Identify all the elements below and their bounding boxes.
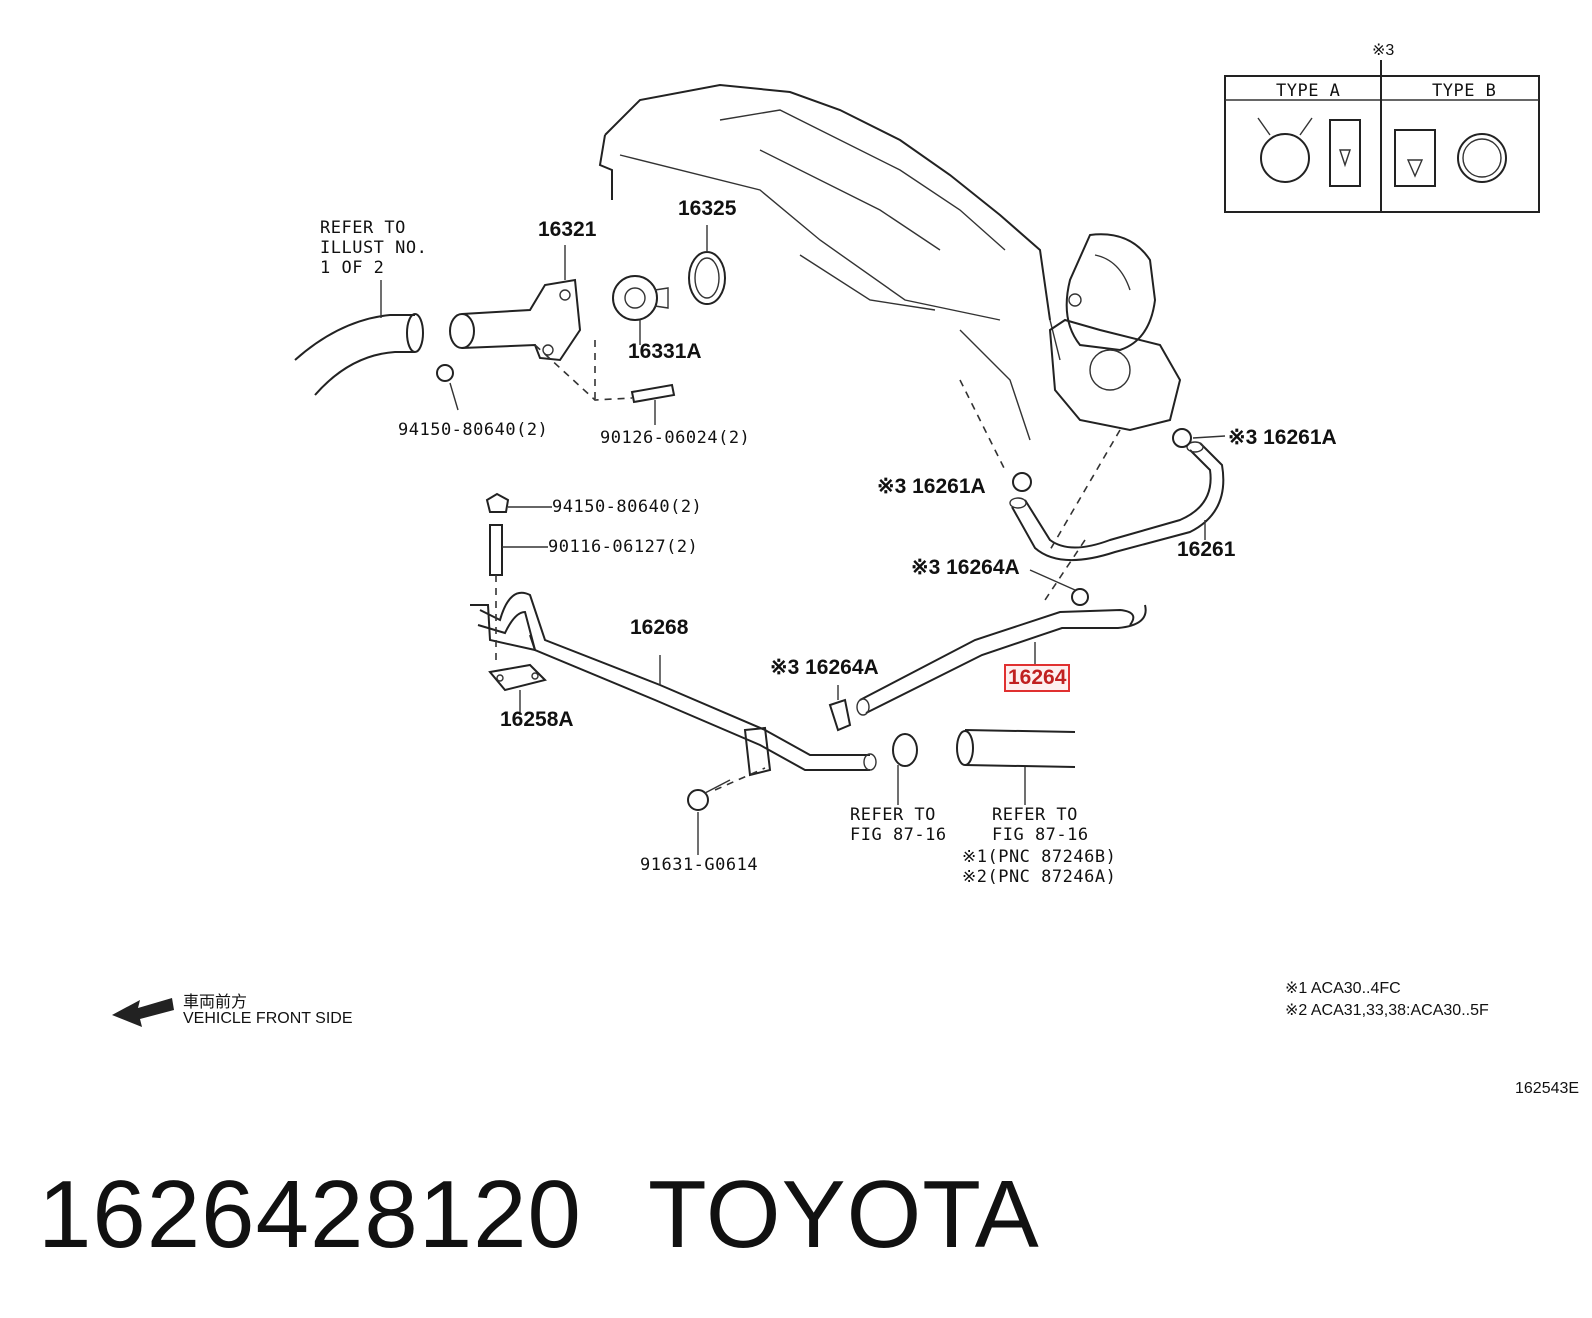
label-94150-lower[interactable]: 94150-80640(2) — [552, 497, 703, 517]
gasket-16258A — [488, 663, 547, 712]
clamp-type-inset — [1224, 60, 1540, 213]
label-pnc2: ※2(PNC 87246A) — [962, 867, 1117, 887]
label-16264A-lower[interactable]: ※3 16264A — [770, 656, 879, 679]
hose-16261 — [959, 379, 1225, 561]
front-side-jp: 車両前方 — [183, 994, 248, 1011]
nut-stud-lower — [485, 492, 552, 665]
inset-marker: ※3 — [1372, 42, 1395, 59]
hose-16264 — [856, 539, 1147, 716]
nut-stud-upper — [436, 340, 676, 425]
part-number: 1626428120 — [38, 1161, 582, 1268]
label-16261A-right[interactable]: ※3 16261A — [1228, 426, 1337, 449]
front-side-en: VEHICLE FRONT SIDE — [183, 1010, 353, 1027]
label-pnc1: ※1(PNC 87246B) — [962, 847, 1117, 867]
clamp-16264A-lower — [828, 685, 852, 732]
label-16321[interactable]: 16321 — [538, 218, 597, 241]
radiator-hose-left — [294, 280, 424, 396]
throttle-body — [1048, 233, 1182, 432]
clamps-16261A — [1012, 428, 1226, 492]
label-16268[interactable]: 16268 — [630, 616, 689, 639]
label-16264-highlighted[interactable]: 16264 — [1004, 664, 1071, 692]
gasket-16325 — [688, 225, 726, 305]
water-outlet-16321 — [449, 245, 582, 362]
engine-block-outline — [598, 83, 1061, 441]
label-16258A[interactable]: 16258A — [500, 708, 574, 731]
thermostat-16331A — [612, 275, 669, 345]
label-16261A-left[interactable]: ※3 16261A — [877, 475, 986, 498]
inset-type-b: TYPE B — [1432, 81, 1497, 101]
label-refer-fig-b: REFER TO FIG 87-16 — [992, 805, 1089, 845]
note-2: ※2 ACA31,33,38:ACA30..5F — [1285, 1002, 1489, 1019]
label-91631[interactable]: 91631-G0614 — [640, 855, 759, 875]
brand-name: TOYOTA — [648, 1161, 1040, 1268]
note-1: ※1 ACA30..4FC — [1285, 980, 1401, 997]
inset-type-a: TYPE A — [1276, 81, 1341, 101]
pipe-16268 — [470, 591, 877, 777]
label-90116[interactable]: 90116-06127(2) — [548, 537, 699, 557]
label-refer-illust: REFER TO ILLUST NO. 1 OF 2 — [320, 218, 428, 278]
label-94150-upper[interactable]: 94150-80640(2) — [398, 420, 549, 440]
figure-id: 162543E — [1515, 1080, 1580, 1097]
front-arrow — [112, 998, 174, 1027]
label-refer-fig-a: REFER TO FIG 87-16 — [850, 805, 947, 845]
label-16331A[interactable]: 16331A — [628, 340, 702, 363]
label-16264A-upper[interactable]: ※3 16264A — [911, 556, 1020, 579]
label-16325[interactable]: 16325 — [678, 197, 737, 220]
label-16261[interactable]: 16261 — [1177, 538, 1236, 561]
label-90126[interactable]: 90126-06024(2) — [600, 428, 751, 448]
bolt-91631 — [687, 767, 766, 855]
refer-fig-parts — [892, 729, 1076, 805]
